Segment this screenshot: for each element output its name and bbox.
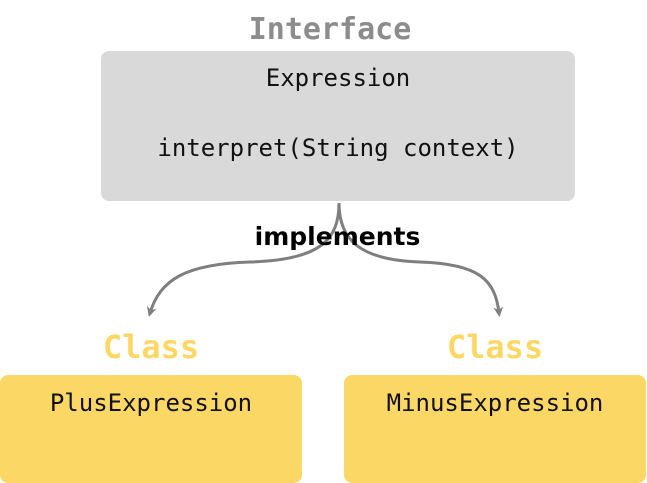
minus-expression-box: MinusExpression: [344, 375, 646, 483]
minus-expression-name: MinusExpression: [386, 389, 604, 417]
interface-box: Expression interpret(String context): [101, 51, 575, 201]
class-tag-minus: Class: [446, 328, 544, 366]
interface-tag: Interface: [248, 12, 412, 47]
interface-name: Expression: [265, 64, 411, 92]
plus-expression-box: PlusExpression: [0, 375, 302, 483]
class-tag-plus: Class: [102, 328, 200, 366]
plus-expression-name: PlusExpression: [49, 389, 253, 417]
interface-method: interpret(String context): [157, 134, 519, 162]
implements-label: implements: [254, 222, 421, 251]
arrow-to-minus: [337, 202, 504, 317]
arrow-to-plus: [146, 202, 341, 317]
